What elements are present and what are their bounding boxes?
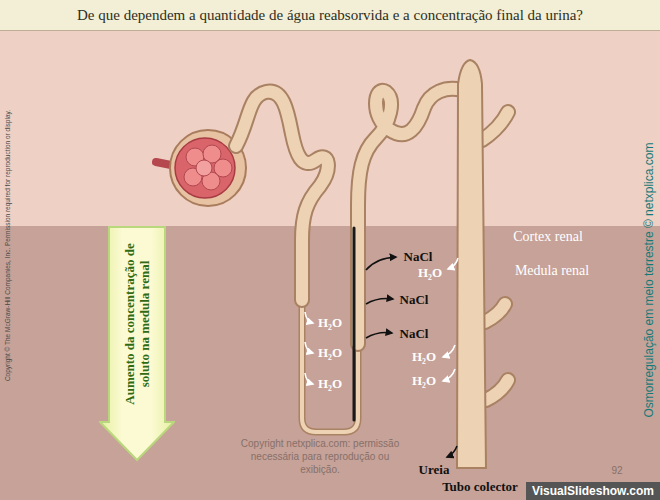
- label-holder: Medula renal: [515, 263, 589, 279]
- water-arrow: [305, 342, 313, 353]
- water-arrow: [443, 345, 455, 357]
- slide-number: 92: [611, 465, 622, 476]
- label-holder: H₂O: [412, 349, 436, 365]
- proximal-outline: [236, 92, 328, 300]
- capillary-loop: [196, 160, 212, 176]
- label-holder: NaCl: [400, 326, 429, 342]
- gradient-arrow: Aumento da concentração de soluto na med…: [99, 226, 175, 462]
- side-caption: Osmorregulação em meio terrestre © netxp…: [642, 143, 656, 418]
- label-holder: Osmorregulação em meio terrestre © netxp…: [642, 143, 656, 418]
- title-rule: [0, 30, 660, 31]
- salt-arrows: [366, 257, 457, 457]
- copyright-note: Copyright netxplica.com: permissão neces…: [232, 437, 408, 476]
- region-label: Medula renal: [515, 263, 589, 279]
- water-label: H₂O: [318, 376, 342, 392]
- duct-branch: [485, 304, 505, 322]
- region-label: Cortex renal: [513, 229, 583, 245]
- water-arrow: [305, 312, 313, 323]
- title-bar: [0, 0, 660, 30]
- label-holder: VisualSlideshow.com: [526, 482, 660, 500]
- structure-label: Tubo colector: [442, 479, 518, 495]
- label-holder: H₂O: [318, 345, 342, 361]
- proximal-tubule: [236, 92, 328, 300]
- slide-title: De que dependem a quantidade de água rea…: [77, 7, 583, 24]
- water-arrow: [443, 369, 455, 381]
- solute-label: NaCl: [400, 326, 429, 342]
- glomerulus: [175, 138, 235, 198]
- impermeable-wall: [353, 228, 356, 420]
- water-label: H₂O: [412, 373, 436, 389]
- duct-branch: [485, 304, 505, 322]
- arrow-shape: [100, 227, 174, 460]
- salt-arrow: [366, 333, 392, 338]
- label-holder: NaCl: [400, 292, 429, 308]
- label-holder: H₂O: [418, 265, 442, 281]
- label-holder: Tubo colector: [442, 479, 518, 495]
- label-holder: Ureia: [419, 462, 450, 478]
- solute-label: NaCl: [400, 292, 429, 308]
- distal-outline: [358, 89, 462, 344]
- urea-arrow: [447, 446, 457, 457]
- label-holder: H₂O: [318, 315, 342, 331]
- collecting-duct: [457, 60, 486, 468]
- cortex-region: [0, 31, 660, 226]
- duct-branch: [486, 380, 508, 400]
- label-holder: Cortex renal: [513, 229, 583, 245]
- water-label: H₂O: [318, 315, 342, 331]
- label-holder: 92: [611, 465, 622, 476]
- salt-arrow: [366, 257, 396, 270]
- label-holder: H₂O: [412, 373, 436, 389]
- label-holder: Copyright netxplica.com: permissão neces…: [232, 437, 408, 476]
- node-text: Aumento da concentração de soluto na med…: [122, 229, 152, 419]
- copyright-note: Copyright © The McGraw-Hill Companies, I…: [5, 109, 12, 380]
- ascending-distal-tubule: [358, 89, 462, 344]
- duct-branch: [482, 112, 508, 140]
- water-arrow: [305, 373, 313, 384]
- thin-loop: [302, 298, 358, 432]
- node-text-holder: Aumento da concentração de soluto na med…: [122, 229, 152, 419]
- title-holder: De que dependem a quantidade de água rea…: [0, 0, 660, 30]
- solute-label: Ureia: [419, 462, 450, 478]
- label-holder: H₂O: [318, 376, 342, 392]
- water-arrow: [448, 258, 458, 269]
- water-arrows: [305, 258, 458, 384]
- watermark: VisualSlideshow.com: [526, 482, 660, 500]
- salt-arrow: [366, 299, 393, 304]
- duct-branch: [482, 112, 508, 140]
- water-label: H₂O: [412, 349, 436, 365]
- label-holder: Copyright © The McGraw-Hill Companies, I…: [5, 109, 12, 380]
- solute-label: NaCl: [404, 249, 433, 265]
- water-label: H₂O: [318, 345, 342, 361]
- label-holder: NaCl: [404, 249, 433, 265]
- medulla-region: [0, 226, 660, 500]
- loop-outline: [302, 298, 358, 432]
- duct-branch: [486, 380, 508, 400]
- water-label: H₂O: [418, 265, 442, 281]
